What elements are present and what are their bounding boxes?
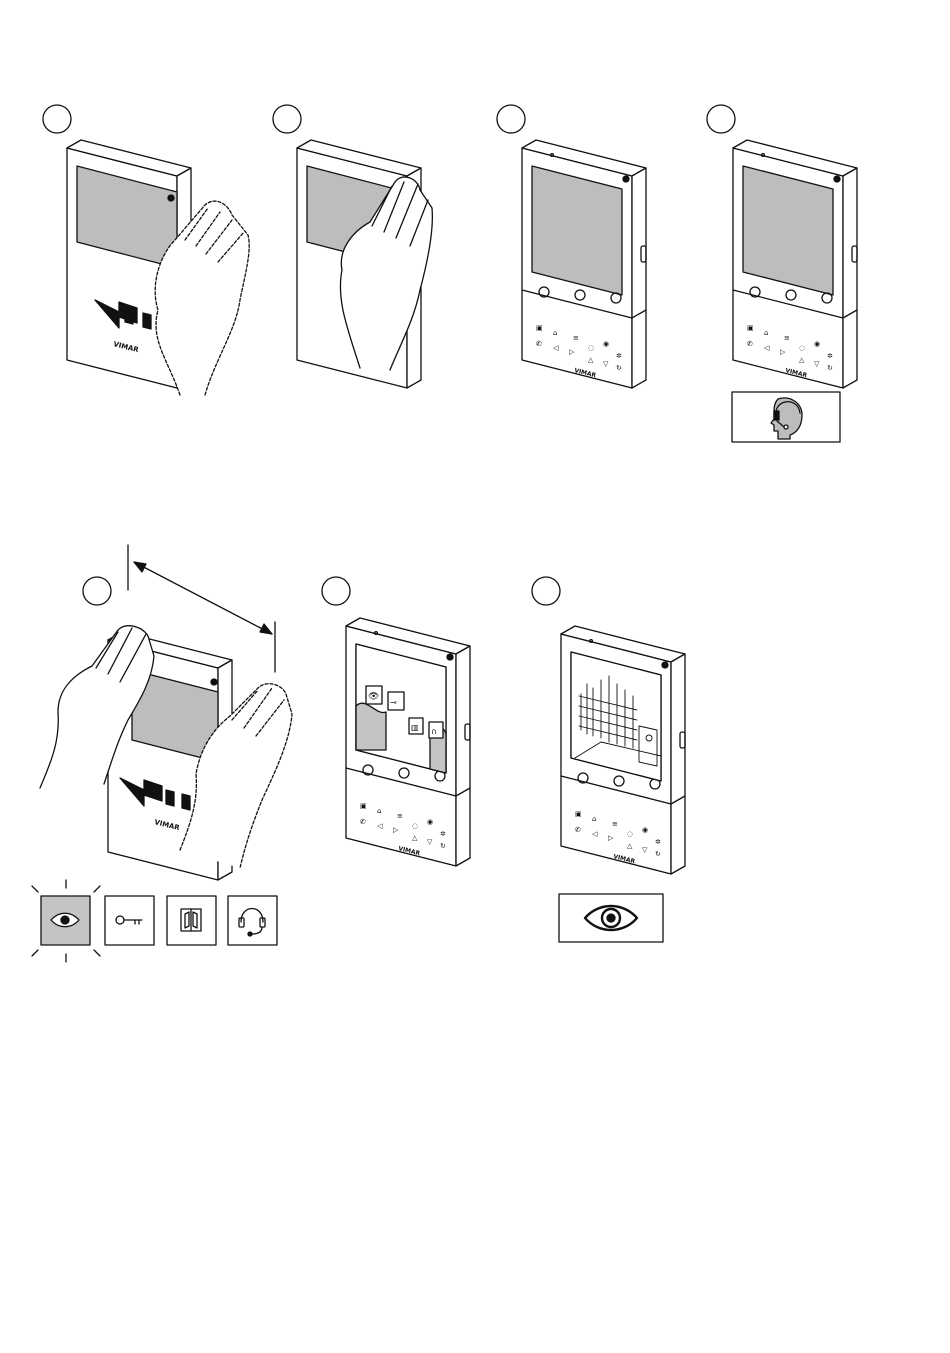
svg-text:⊸: ⊸ (390, 698, 397, 707)
monitor-device (733, 140, 857, 388)
svg-text:▥: ▥ (411, 723, 419, 732)
step-1-panel: VIMAR (43, 105, 249, 395)
step-4-panel (707, 105, 857, 442)
step-7-marker (532, 577, 560, 605)
step-6-panel: 👁 ⊸ ▥ ∩ (322, 577, 470, 866)
step-3-panel (497, 105, 646, 388)
step-2-marker (273, 105, 301, 133)
svg-text:👁: 👁 (368, 692, 379, 702)
step-5-marker (83, 577, 111, 605)
step-6-marker (322, 577, 350, 605)
step-2-panel (273, 105, 432, 388)
svg-text:∩: ∩ (431, 727, 437, 736)
step-5-panel: VIMAR (32, 545, 292, 962)
icon-menu-row (32, 880, 277, 962)
headset-tile (228, 896, 277, 945)
step-1-marker (43, 105, 71, 133)
step-4-marker (707, 105, 735, 133)
step-3-marker (497, 105, 525, 133)
monitor-device (522, 140, 646, 388)
step-7-panel (532, 577, 685, 942)
